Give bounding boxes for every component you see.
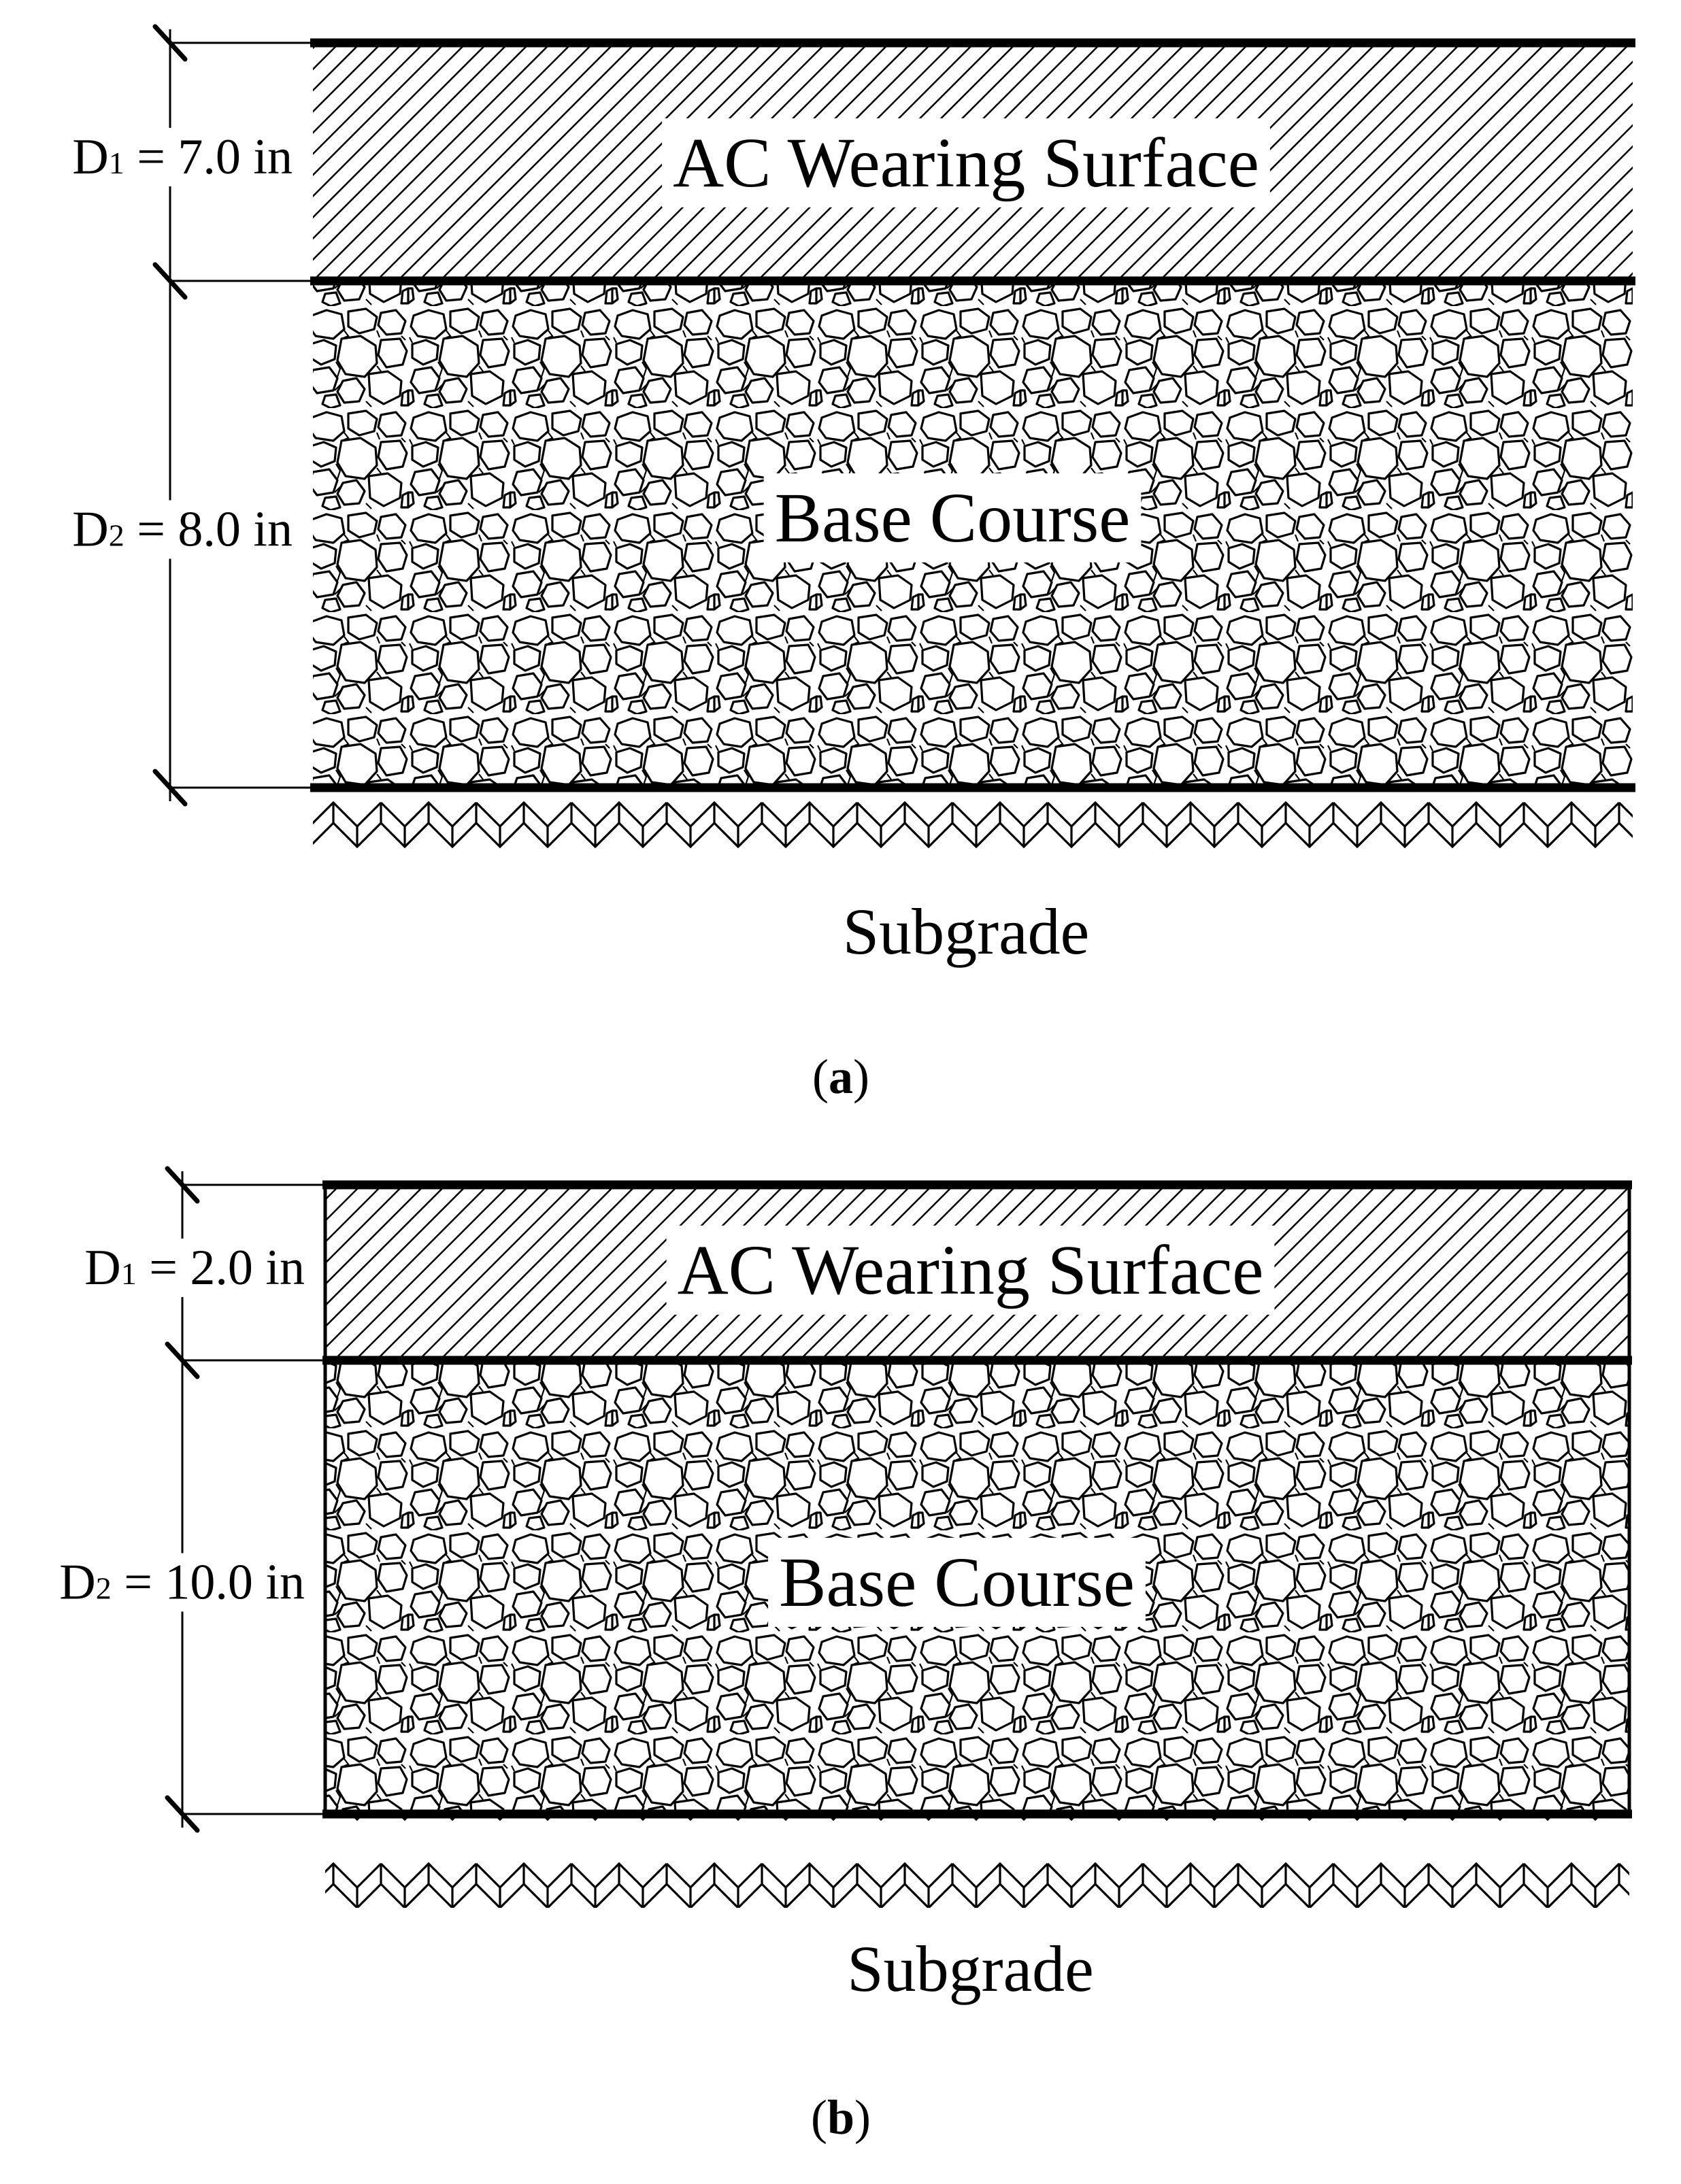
dimension-d1-label-backdrop <box>80 1238 309 1297</box>
ac-wearing-surface-label-backdrop <box>662 118 1270 207</box>
dimension-value: = 7.0 in <box>124 129 293 185</box>
subgrade-layer <box>325 1814 1629 1908</box>
dimension-d2-label-backdrop <box>55 1553 309 1612</box>
dimension-d2-label-backdrop <box>68 500 297 559</box>
base-course-label: Base Course <box>779 1543 1135 1622</box>
dimension-d2-label: D2 = 10.0 in <box>59 1554 305 1610</box>
dimension-d1-label-backdrop <box>68 127 297 186</box>
dimension-d1-label: D1 = 2.0 in <box>84 1240 305 1296</box>
ac-wearing-surface-label-backdrop <box>666 1225 1275 1315</box>
dimension-symbol: D <box>59 1554 95 1610</box>
dimension-value: = 8.0 in <box>124 501 293 557</box>
dimension-symbol: D <box>72 129 108 185</box>
dimension-subscript: 2 <box>96 1570 112 1605</box>
subgrade-label: Subgrade <box>847 1932 1094 2005</box>
dimension-subscript: 1 <box>109 146 124 180</box>
base-course-label-backdrop <box>763 473 1142 562</box>
ac-wearing-surface-label: AC Wearing Surface <box>673 124 1259 202</box>
base-course-label: Base Course <box>775 479 1131 557</box>
panel-caption-letter: a <box>829 1049 853 1104</box>
dimension-subscript: 1 <box>121 1256 137 1291</box>
dimension-value: = 2.0 in <box>137 1240 305 1296</box>
subgrade-layer <box>313 788 1633 877</box>
panel-caption: (b) <box>811 2090 871 2145</box>
dimension-d2-label: D2 = 8.0 in <box>72 501 293 557</box>
dimension-symbol: D <box>72 501 108 557</box>
base-course-label-backdrop <box>768 1537 1146 1627</box>
subgrade-label: Subgrade <box>843 895 1090 968</box>
ac-wearing-surface-label: AC Wearing Surface <box>678 1231 1264 1309</box>
dimension-d1-label: D1 = 7.0 in <box>72 129 293 185</box>
panel-caption: (a) <box>812 1049 869 1104</box>
panel-caption-letter: b <box>827 2090 854 2145</box>
dimension-value: = 10.0 in <box>112 1554 305 1610</box>
dimension-symbol: D <box>84 1240 120 1296</box>
dimension-subscript: 2 <box>109 518 124 552</box>
